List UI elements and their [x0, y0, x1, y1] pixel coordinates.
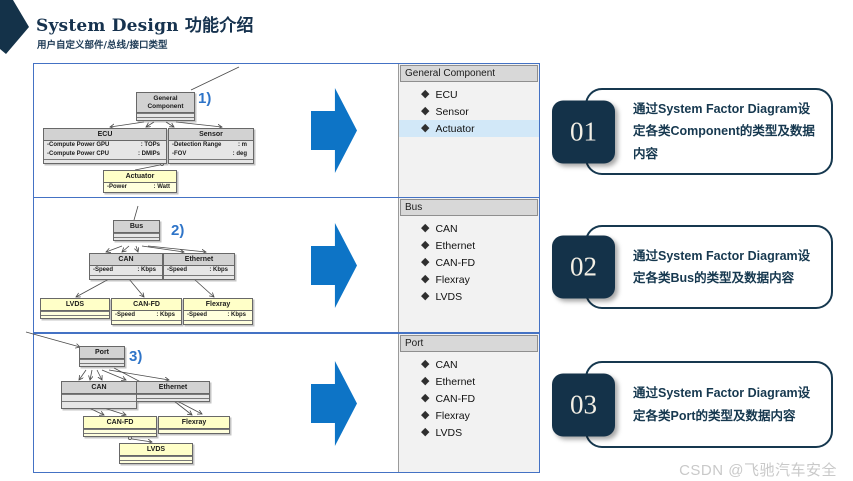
uml-box-bus: Bus	[113, 220, 160, 241]
list-item: ◆Ethernet	[421, 375, 476, 388]
connector-lines	[34, 66, 240, 171]
uml-box-ethernet: Ethernet	[136, 381, 210, 402]
uml-box-actuator: Actuator -Power: Watt	[103, 170, 177, 193]
row-port: Port 3) CAN Ethernet CAN-FD Flexray LVDS…	[25, 331, 540, 473]
uml-box-can: CAN	[61, 381, 137, 409]
right-arrow-icon	[311, 361, 357, 446]
right-arrow-icon	[311, 223, 357, 308]
uml-box-ethernet: Ethernet -Speed: Kbps	[163, 253, 235, 280]
list-item: ◆Flexray	[421, 409, 470, 422]
corner-banner-icon	[0, 0, 29, 54]
list-item: ◆LVDS	[421, 426, 463, 439]
list-item: ◆CAN-FD	[421, 392, 476, 405]
uml-box-ecu: ECU -Compute Power GPU: TOPs -Compute Po…	[43, 128, 167, 164]
list-item: ◆CAN	[421, 222, 458, 235]
right-arrow-icon	[311, 88, 357, 173]
panel-header: Bus	[400, 199, 538, 216]
list-item: ◆Ethernet	[421, 239, 476, 252]
callout-outline: 通过System Factor Diagram设定各类Bus的类型及数据内容	[585, 225, 833, 309]
uml-box-port: Port	[79, 346, 125, 367]
callout-1: 通过System Factor Diagram设定各类Component的类型及…	[552, 88, 833, 175]
uml-box-lvds: LVDS	[40, 298, 110, 319]
row-bus: Bus 2) CAN -Speed: Kbps Ethernet -Speed:…	[33, 197, 540, 333]
diamond-icon: ◆	[421, 290, 430, 302]
type-list-panel-general-component: General Component ◆ECU ◆Sensor ◆Actuator	[398, 64, 539, 197]
list-item: ◆ECU	[421, 88, 458, 101]
connector-lines	[34, 205, 314, 332]
callout-number-badge: 03	[552, 373, 615, 436]
diamond-icon: ◆	[421, 222, 430, 234]
diamond-icon: ◆	[421, 256, 430, 268]
diamond-icon: ◆	[421, 409, 430, 421]
type-list-panel-bus: Bus ◆CAN ◆Ethernet ◆CAN-FD ◆Flexray ◆LVD…	[398, 198, 539, 332]
page-subtitle: 用户自定义部件/总线/接口类型	[37, 40, 168, 51]
callout-number-badge: 01	[552, 100, 615, 163]
callout-3: 通过System Factor Diagram设定各类Port的类型及数据内容 …	[552, 361, 833, 448]
callout-2: 通过System Factor Diagram设定各类Bus的类型及数据内容 0…	[552, 225, 833, 309]
callout-text: 通过System Factor Diagram设定各类Port的类型及数据内容	[633, 386, 811, 423]
list-item: ◆CAN-FD	[421, 256, 476, 269]
list-item: ◆CAN	[421, 358, 458, 371]
diamond-icon: ◆	[421, 273, 430, 285]
uml-box-flexray: Flexray -Speed: Kbps	[183, 298, 253, 325]
list-item: ◆LVDS	[421, 290, 463, 303]
diamond-icon: ◆	[421, 375, 430, 387]
diamond-icon: ◆	[421, 426, 430, 438]
callout-number-badge: 02	[552, 235, 615, 299]
callout-text: 通过System Factor Diagram设定各类Component的类型及…	[633, 101, 815, 161]
list-item: ◆Sensor	[421, 105, 469, 118]
type-list-panel-port: Port ◆CAN ◆Ethernet ◆CAN-FD ◆Flexray ◆LV…	[398, 334, 539, 472]
diamond-icon: ◆	[421, 392, 430, 404]
diamond-icon: ◆	[421, 358, 430, 370]
diamond-icon: ◆	[421, 88, 430, 100]
uml-box-can-fd: CAN-FD -Speed: Kbps	[111, 298, 182, 325]
diagram-number-label: 1)	[198, 90, 212, 107]
callout-outline: 通过System Factor Diagram设定各类Port的类型及数据内容	[585, 361, 833, 448]
diagram-number-label: 2)	[171, 222, 185, 239]
uml-box-can: CAN -Speed: Kbps	[89, 253, 163, 280]
panel-header: Port	[400, 335, 538, 352]
uml-box-can-fd: CAN-FD	[83, 416, 157, 437]
uml-box-general-component: General Component	[136, 92, 195, 121]
list-item: ◆Flexray	[421, 273, 470, 286]
diamond-icon: ◆	[421, 122, 430, 134]
callout-outline: 通过System Factor Diagram设定各类Component的类型及…	[585, 88, 833, 175]
page-title: System Design 功能介绍	[36, 16, 254, 36]
row-general-component: General Component 1) ECU -Compute Power …	[33, 63, 540, 198]
uml-box-lvds: LVDS	[119, 443, 193, 464]
list-item-selected: ◆Actuator	[399, 120, 539, 137]
watermark: CSDN @飞驰汽车安全	[679, 462, 837, 479]
diagram-number-label: 3)	[129, 348, 143, 365]
uml-box-flexray: Flexray	[158, 416, 230, 434]
diamond-icon: ◆	[421, 239, 430, 251]
uml-box-sensor: Sensor -Detection Range: m -FOV: deg	[168, 128, 254, 164]
panel-header: General Component	[400, 65, 538, 82]
callout-text: 通过System Factor Diagram设定各类Bus的类型及数据内容	[633, 248, 811, 286]
diamond-icon: ◆	[421, 105, 430, 117]
